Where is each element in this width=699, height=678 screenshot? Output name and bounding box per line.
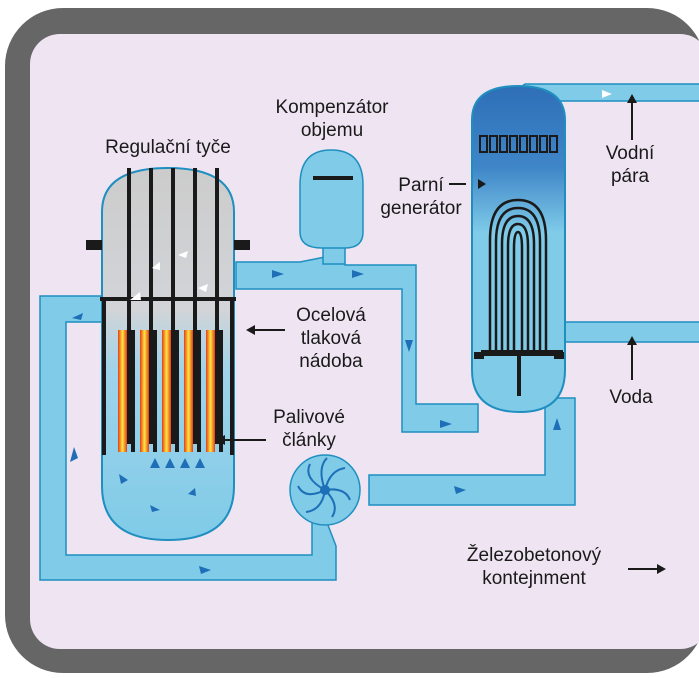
flow-arrows	[70, 270, 561, 574]
pressurizer	[299, 149, 364, 249]
coolant-pump	[289, 454, 361, 526]
control-rods	[127, 168, 219, 444]
fuel-elements	[118, 330, 215, 452]
steam-generator	[471, 84, 566, 414]
control-rods-label: Regulační tyče	[105, 137, 231, 158]
steam-arrows	[130, 90, 612, 300]
pointer-arrows	[216, 94, 666, 574]
pressurizer-level	[313, 176, 353, 180]
water-label: Voda	[609, 387, 653, 408]
